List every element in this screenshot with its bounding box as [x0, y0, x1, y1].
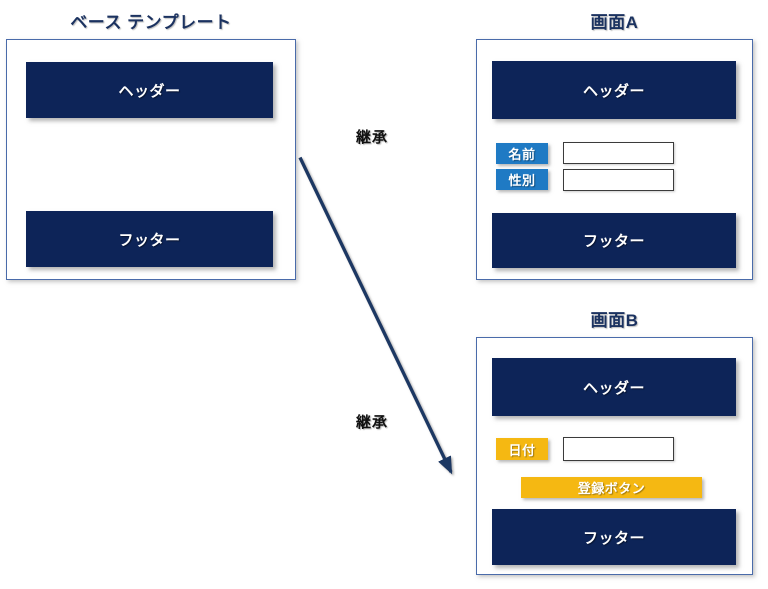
base-template-footer-bar: フッター — [26, 211, 273, 267]
base-template-title: ベース テンプレート — [70, 13, 232, 32]
screen-b-submit-button[interactable]: 登録ボタン — [521, 477, 702, 498]
screen-b-field-label-date: 日付 — [496, 438, 548, 460]
screen-a-header-bar: ヘッダー — [492, 61, 736, 119]
base-template-header-bar: ヘッダー — [26, 62, 273, 118]
screen-b-input-date[interactable] — [563, 437, 674, 461]
screen-a-title: 画面A — [590, 13, 639, 32]
screen-b-header-bar: ヘッダー — [492, 358, 736, 416]
inheritance-label-top: 継承 — [356, 129, 389, 146]
screen-a-input-name[interactable] — [563, 142, 674, 164]
screen-a-field-label-name: 名前 — [496, 143, 548, 164]
screen-b-footer-bar: フッター — [492, 509, 736, 565]
inheritance-label-bottom: 継承 — [356, 414, 389, 431]
screen-b-title: 画面B — [590, 311, 639, 330]
screen-a-footer-bar: フッター — [492, 213, 736, 268]
screen-a-field-label-gender: 性別 — [496, 169, 548, 190]
screen-a-input-gender[interactable] — [563, 169, 674, 191]
